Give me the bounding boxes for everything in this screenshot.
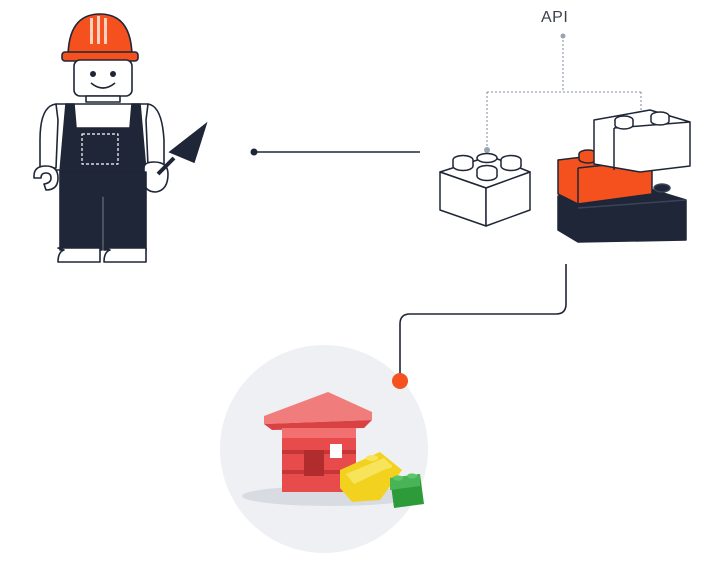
api-anchor-dot [560, 33, 566, 39]
lego-brick-icon [439, 152, 531, 227]
api-node-left [484, 147, 490, 153]
builder-figure-icon [33, 13, 169, 263]
trowel-icon [156, 121, 208, 176]
connector-stack-to-house [399, 264, 567, 380]
api-connector [486, 36, 642, 150]
lego-stack-icon [557, 109, 691, 243]
lego-house-icon [264, 392, 424, 508]
connector-figure-to-bricks [250, 148, 420, 156]
house-connector-dot [392, 373, 408, 389]
api-label: API [541, 9, 569, 26]
